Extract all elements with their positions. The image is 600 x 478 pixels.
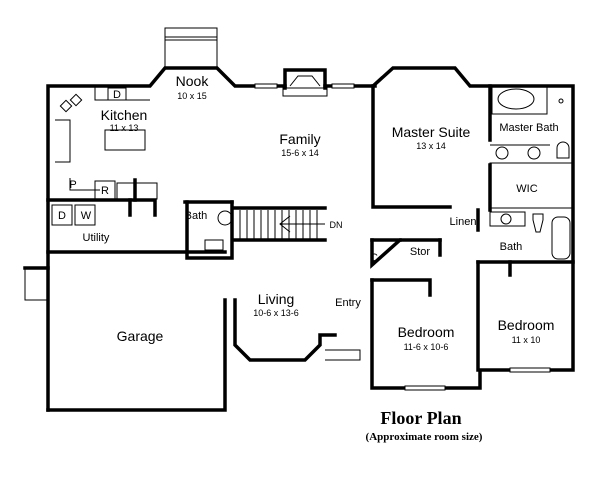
room-closet-name: C: [370, 252, 378, 264]
wic-outline: [489, 162, 574, 209]
refrigerator-label: R: [101, 185, 109, 197]
room-living-name: Living: [258, 291, 295, 307]
room-bedroom2-size: 11 x 10: [512, 335, 541, 345]
room-kitchen-name: Kitchen: [101, 107, 148, 123]
room-bath-half-name: Bath: [185, 210, 208, 222]
room-storage-name: Stor: [410, 246, 431, 258]
deck: [164, 27, 218, 69]
plan-subtitle: (Approximate room size): [366, 431, 483, 443]
room-master-bath-name: Master Bath: [499, 122, 558, 134]
room-family-size: 15-6 x 14: [281, 148, 319, 158]
dryer-label: D: [58, 210, 66, 222]
kitchen-counters: [51, 86, 158, 226]
plan-title: Floor Plan: [380, 408, 461, 428]
dishwasher-label: D: [113, 89, 121, 101]
room-nook-name: Nook: [176, 73, 210, 89]
room-master-suite-name: Master Suite: [392, 124, 471, 140]
room-bedroom1-size: 11-6 x 10-6: [404, 342, 449, 352]
washer-label: W: [81, 210, 92, 222]
room-nook-size: 10 x 15: [177, 91, 207, 101]
room-bedroom2-name: Bedroom: [498, 317, 555, 333]
room-garage-name: Garage: [117, 328, 164, 344]
room-linen-name: Linen: [450, 216, 477, 228]
room-family-name: Family: [279, 131, 320, 147]
room-bedroom1-name: Bedroom: [398, 324, 455, 340]
stairs: [233, 206, 327, 242]
bath-fixtures: [204, 86, 574, 260]
room-kitchen-size: 11 x 13: [110, 123, 139, 133]
room-master-suite-size: 13 x 14: [416, 141, 446, 151]
room-utility-name: Utility: [83, 232, 110, 244]
stairs-down-label: DN: [330, 220, 343, 230]
room-bath-hall-name: Bath: [500, 241, 523, 253]
room-entry-name: Entry: [335, 297, 361, 309]
fireplace: [282, 68, 328, 97]
room-living-size: 10-6 x 13-6: [253, 308, 299, 318]
kitchen-island: [104, 129, 146, 151]
pantry-label: P: [69, 179, 76, 191]
room-wic-name: WIC: [516, 183, 537, 195]
